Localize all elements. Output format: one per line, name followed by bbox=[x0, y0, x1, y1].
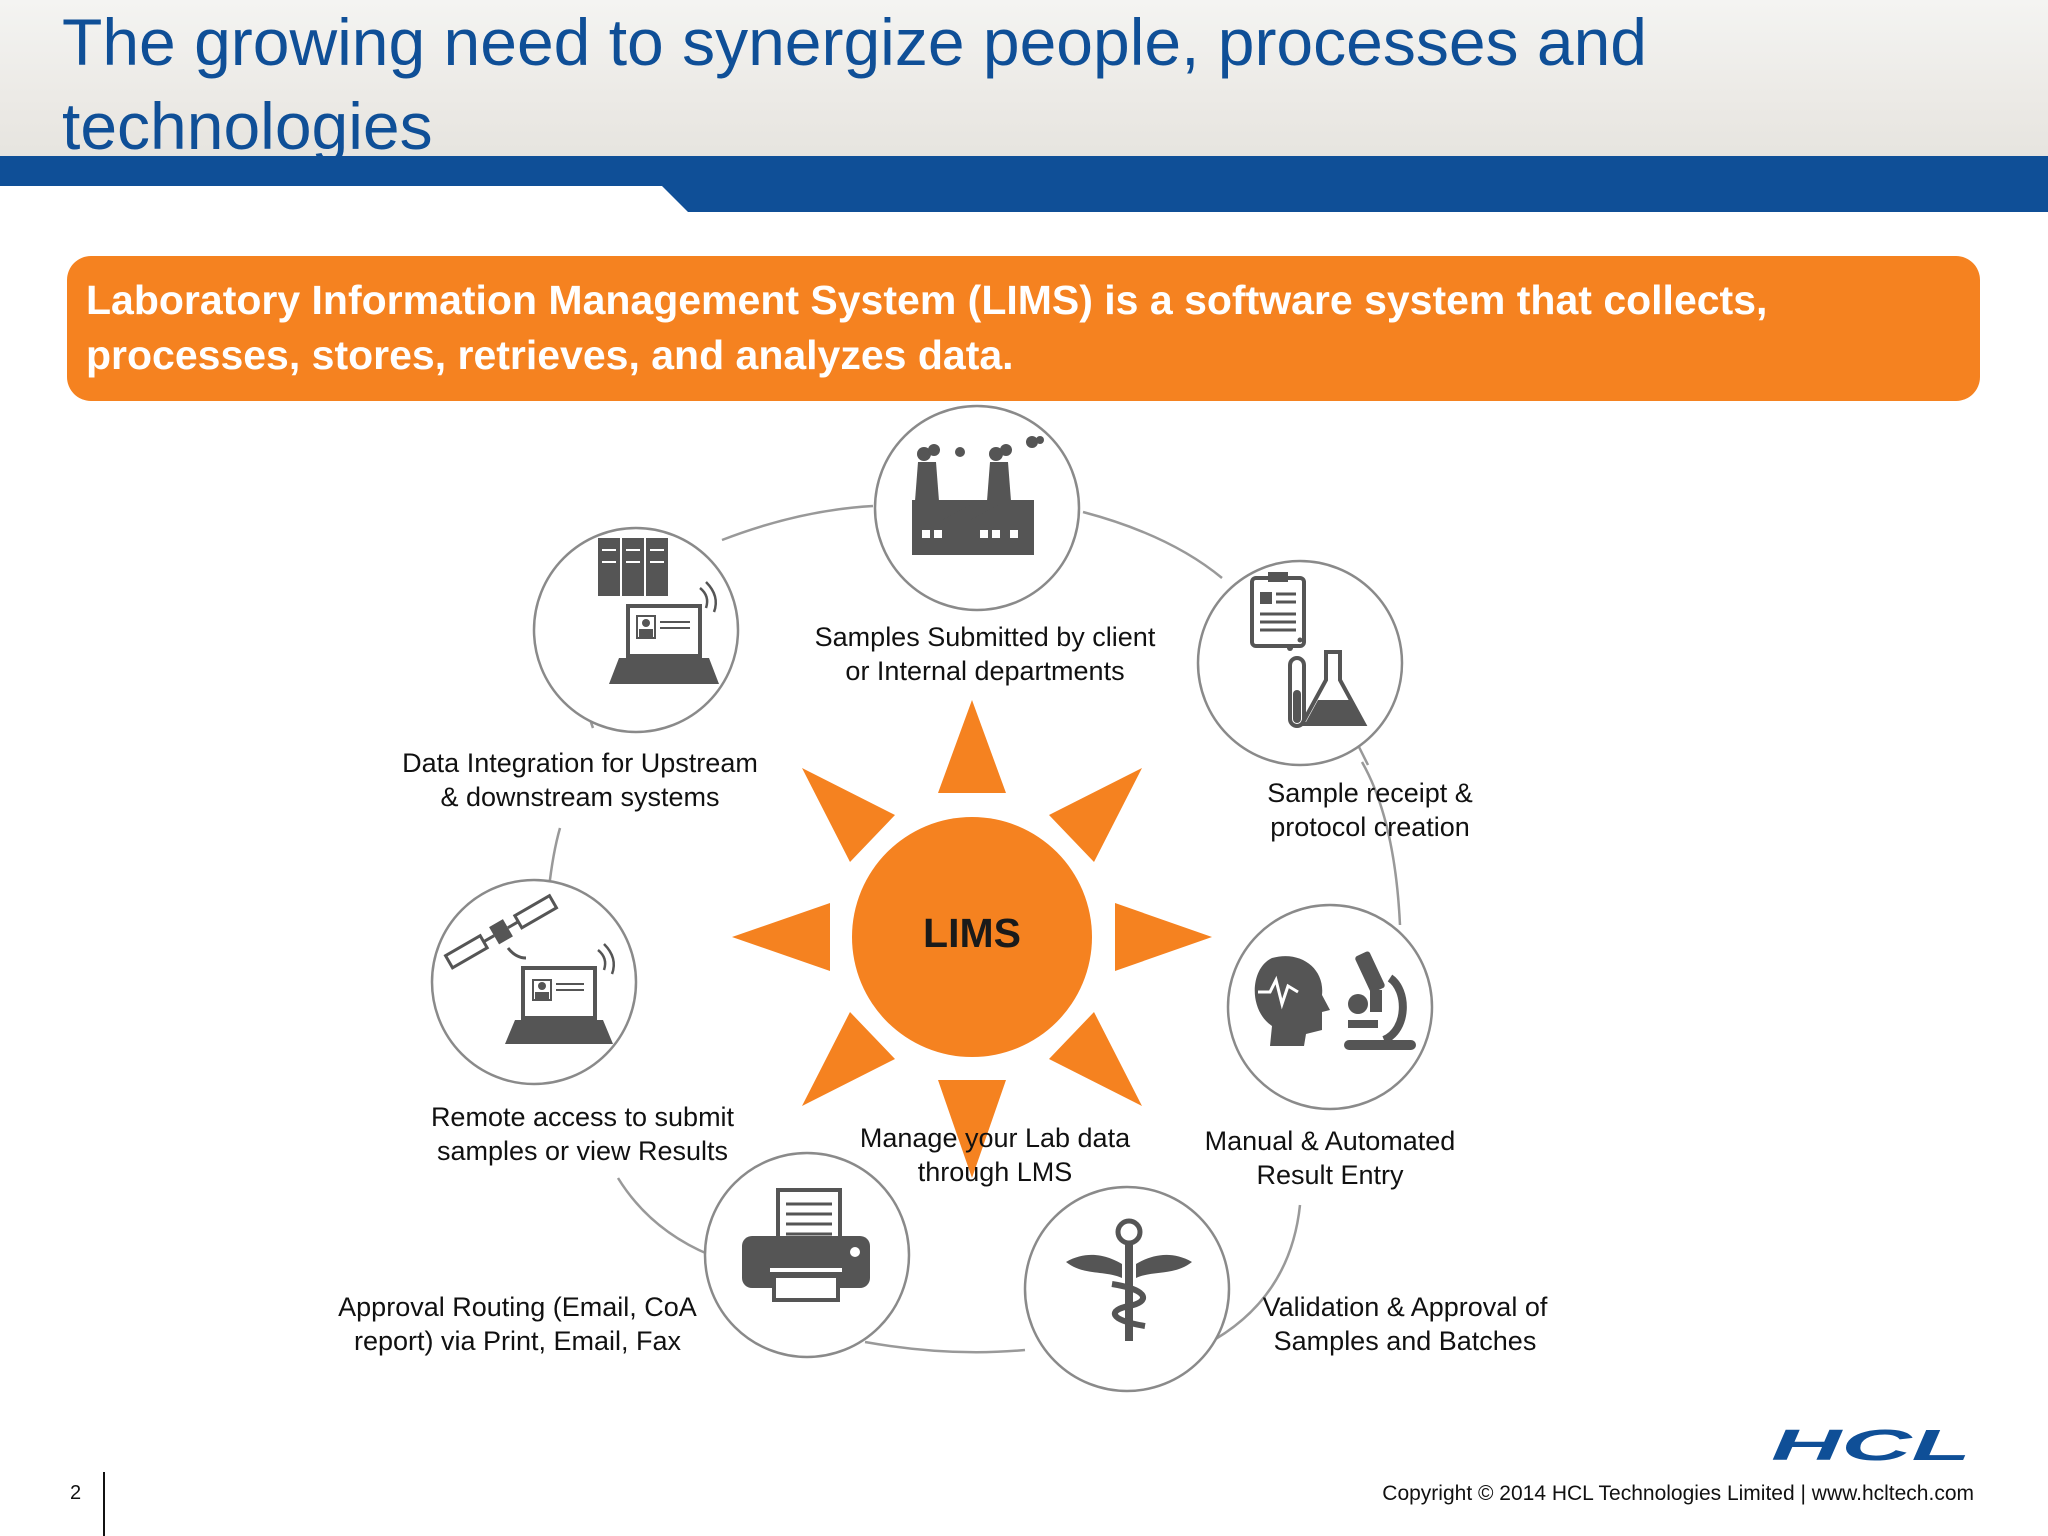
lims-center-circle bbox=[852, 817, 1092, 1057]
head-microscope-icon bbox=[1254, 951, 1416, 1050]
lims-center-label: LIMS bbox=[923, 910, 1021, 956]
label-line-2: report) via Print, Email, Fax bbox=[353, 1326, 682, 1356]
svg-text:HCL: HCL bbox=[1771, 1428, 1971, 1464]
label-validation-approval: Validation & Approval of Samples and Bat… bbox=[1230, 1290, 1580, 1358]
caduceus-icon bbox=[1066, 1218, 1192, 1341]
ray-s bbox=[938, 1080, 1006, 1178]
label-line-2: samples or view Results bbox=[436, 1136, 729, 1166]
node-circle-3 bbox=[1226, 903, 1434, 1111]
ray-n bbox=[938, 700, 1006, 793]
label-line-1: Remote access to submit bbox=[430, 1102, 735, 1132]
printer-icon bbox=[742, 1188, 870, 1302]
label-line-1: Samples Submitted by client bbox=[814, 622, 1156, 652]
label-line-2: Samples and Batches bbox=[1273, 1326, 1537, 1356]
hcl-logo: HCL bbox=[1771, 1428, 1971, 1464]
definition-banner bbox=[67, 256, 1980, 401]
ray-e bbox=[1115, 903, 1212, 971]
sun-rays bbox=[732, 700, 1212, 1178]
label-line-1: Validation & Approval of bbox=[1262, 1292, 1548, 1322]
header-background bbox=[0, 0, 2048, 160]
label-line-2: & downstream systems bbox=[440, 782, 720, 812]
ray-ne bbox=[1049, 768, 1142, 862]
server-laptop-icon bbox=[598, 538, 719, 684]
definition-text: Laboratory Information Management System… bbox=[86, 277, 1768, 378]
header-band bbox=[0, 156, 2048, 212]
clipboard-flask-icon bbox=[1250, 572, 1368, 728]
ray-nw bbox=[802, 768, 895, 862]
label-line-1: Data Integration for Upstream bbox=[402, 748, 758, 778]
page-number: 2 bbox=[70, 1482, 82, 1504]
label-manage-lab-data: Manage your Lab data through LMS bbox=[830, 1121, 1160, 1189]
label-line-1: Sample receipt & bbox=[1267, 778, 1473, 808]
label-line-2: through LMS bbox=[917, 1157, 1073, 1187]
label-line-1: Manage your Lab data bbox=[859, 1123, 1131, 1153]
copyright-text: Copyright © 2014 HCL Technologies Limite… bbox=[1382, 1482, 1974, 1505]
label-samples-submitted: Samples Submitted by client or Internal … bbox=[790, 620, 1180, 688]
ray-se bbox=[1049, 1012, 1142, 1106]
ray-w bbox=[732, 903, 830, 971]
footer-divider bbox=[103, 1472, 105, 1536]
label-approval-routing: Approval Routing (Email, CoA report) via… bbox=[320, 1290, 715, 1358]
label-data-integration: Data Integration for Upstream & downstre… bbox=[380, 746, 780, 814]
satellite-laptop-icon bbox=[443, 893, 615, 1044]
label-line-1: Manual & Automated bbox=[1204, 1126, 1456, 1156]
ray-sw bbox=[802, 1012, 895, 1106]
label-line-2: Result Entry bbox=[1256, 1160, 1404, 1190]
label-remote-access: Remote access to submit samples or view … bbox=[400, 1100, 765, 1168]
slide-title: The growing need to synergize people, pr… bbox=[62, 5, 1647, 163]
ring-connectors bbox=[541, 504, 1402, 1354]
label-sample-receipt: Sample receipt & protocol creation bbox=[1200, 776, 1540, 844]
label-result-entry: Manual & Automated Result Entry bbox=[1170, 1124, 1490, 1192]
label-line-1: Approval Routing (Email, CoA bbox=[338, 1292, 697, 1322]
label-line-2: or Internal departments bbox=[845, 656, 1125, 686]
factory-icon bbox=[912, 436, 1044, 555]
label-line-2: protocol creation bbox=[1270, 812, 1470, 842]
